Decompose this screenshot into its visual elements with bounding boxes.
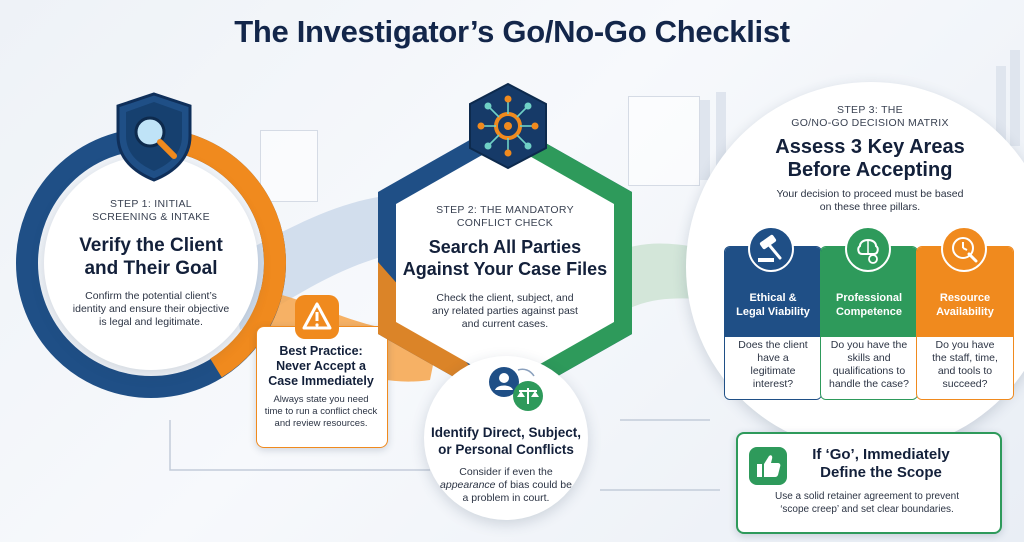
step1-label: STEP 1: INITIAL SCREENING & INTAKE bbox=[92, 198, 210, 223]
step3-headline: Assess 3 Key Areas Before Accepting bbox=[775, 136, 965, 181]
warning-icon bbox=[295, 295, 339, 339]
step1-body: Confirm the potential client’s identity … bbox=[72, 290, 230, 328]
background-document bbox=[628, 96, 700, 186]
thumbs-up-icon bbox=[749, 447, 787, 485]
pillar-ethical: Ethical &Legal Viability Does the client… bbox=[724, 246, 822, 400]
background-bar bbox=[700, 100, 710, 180]
shield-magnifier-icon bbox=[116, 92, 192, 182]
step2-label: STEP 2: THE MANDATORY CONFLICT CHECK bbox=[436, 204, 574, 229]
step2-hexagon bbox=[378, 120, 632, 406]
person-scales-icon bbox=[489, 367, 543, 411]
best-practice-title: Best Practice: Never Accept a Case Immed… bbox=[268, 344, 374, 388]
background-bar bbox=[716, 92, 726, 180]
page-title: The Investigator’s Go/No-Go Checklist bbox=[234, 14, 790, 49]
best-practice-body: Always state you need time to run a conf… bbox=[264, 394, 378, 429]
step3-label: STEP 3: THE GO/NO-GO DECISION MATRIX bbox=[791, 104, 949, 129]
background-bar bbox=[996, 66, 1006, 146]
background-document bbox=[260, 130, 318, 202]
conflicts-body: Consider if even the appearance of bias … bbox=[440, 466, 572, 504]
step3-body: Your decision to proceed must be based o… bbox=[776, 188, 964, 213]
background-bar bbox=[1010, 50, 1020, 146]
step1-headline: Verify the Client and Their Goal bbox=[79, 235, 223, 279]
go-body: Use a solid retainer agreement to preven… bbox=[775, 491, 959, 515]
network-gear-icon bbox=[469, 82, 547, 170]
step2-body: Check the client, subject, and any relat… bbox=[432, 292, 578, 330]
brain-badge-icon bbox=[845, 226, 891, 272]
gavel-icon bbox=[748, 226, 794, 272]
clock-tools-icon bbox=[941, 226, 987, 272]
step1-circle bbox=[44, 156, 258, 370]
conflicts-headline: Identify Direct, Subject, or Personal Co… bbox=[430, 425, 582, 457]
connector-line bbox=[169, 420, 430, 471]
step2-headline: Search All Parties Against Your Case Fil… bbox=[402, 237, 608, 279]
go-headline: If ‘Go’, Immediately Define the Scope bbox=[812, 446, 950, 481]
